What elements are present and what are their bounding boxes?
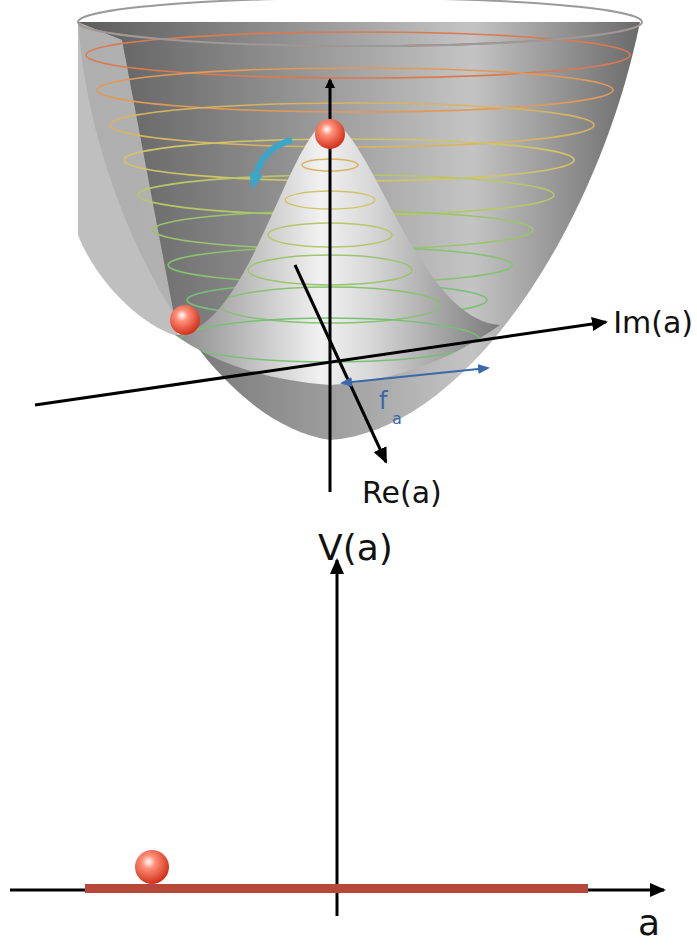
axis-label: Im(a) <box>613 306 693 339</box>
axis-label: Re(a) <box>362 476 442 509</box>
axis-label: a <box>638 903 660 943</box>
axis-label: V(a) <box>318 528 393 568</box>
decay-constant-symbol: f <box>379 388 387 414</box>
subscript-label: a <box>392 410 402 428</box>
